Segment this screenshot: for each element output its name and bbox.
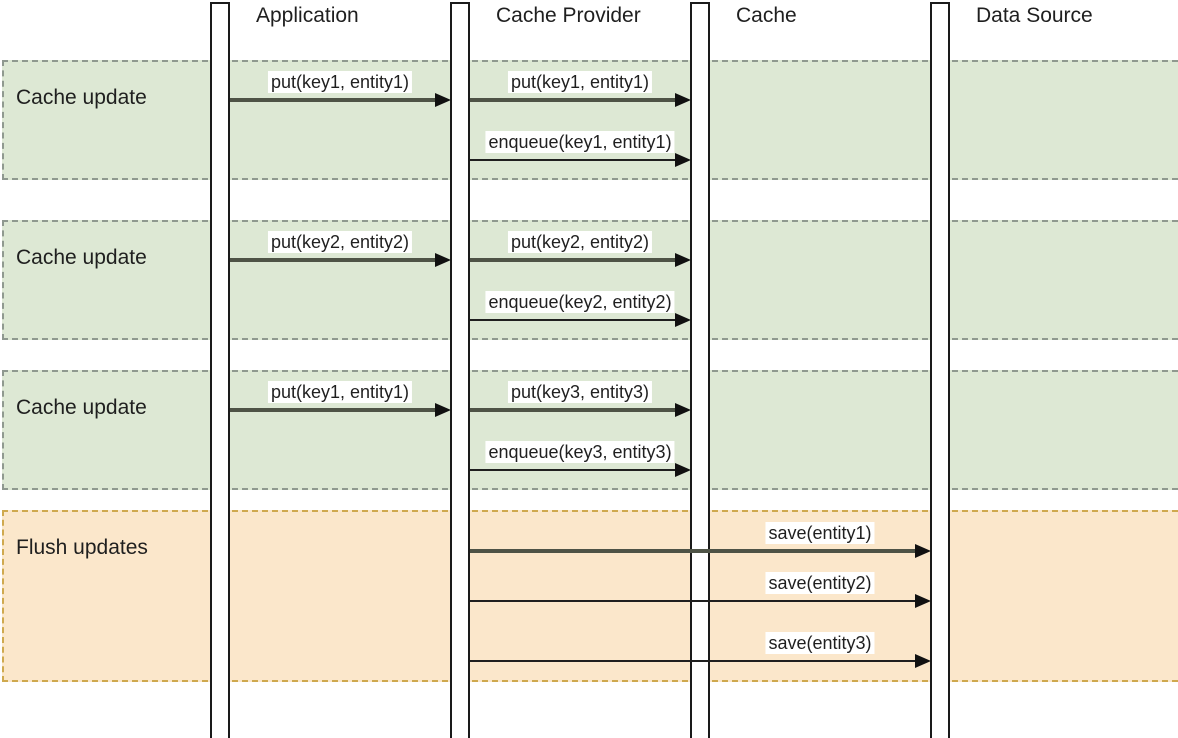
arrowhead-icon	[675, 313, 691, 327]
message-label: save(entity1)	[765, 522, 875, 544]
band-label: Cache update	[16, 86, 147, 109]
message-line	[230, 98, 444, 102]
arrowhead-icon	[675, 403, 691, 417]
arrowhead-icon	[675, 463, 691, 477]
arrowhead-icon	[675, 253, 691, 267]
message-label: put(key1, entity1)	[507, 71, 653, 93]
message-label: put(key3, entity3)	[507, 381, 653, 403]
lifeline-label-cache: Cache	[736, 4, 797, 27]
message-label: save(entity2)	[765, 572, 875, 594]
message-label: save(entity3)	[765, 632, 875, 654]
lifeline-label-data-source: Data Source	[976, 4, 1093, 27]
lifeline-activation-bar-application	[210, 2, 230, 738]
lifeline-activation-bar-cache	[690, 2, 710, 738]
band-label: Flush updates	[16, 536, 148, 559]
activity-band-3: Flush updates	[2, 510, 1178, 682]
lifeline-activation-bar-cache-provider	[450, 2, 470, 738]
lifeline-label-application: Application	[256, 4, 359, 27]
band-label: Cache update	[16, 396, 147, 419]
arrowhead-icon	[435, 253, 451, 267]
message-label: put(key1, entity1)	[267, 71, 413, 93]
arrowhead-icon	[435, 403, 451, 417]
message-line	[470, 408, 684, 412]
arrowhead-icon	[915, 654, 931, 668]
message-line	[470, 319, 684, 321]
message-line	[470, 258, 684, 262]
arrowhead-icon	[915, 544, 931, 558]
message-line	[470, 98, 684, 102]
message-label: enqueue(key2, entity2)	[485, 291, 675, 313]
message-line	[470, 660, 924, 662]
message-line	[470, 159, 684, 161]
message-line	[470, 549, 924, 553]
lifeline-label-cache-provider: Cache Provider	[496, 4, 641, 27]
message-label: put(key2, entity2)	[507, 231, 653, 253]
lifeline-activation-bar-data-source	[930, 2, 950, 738]
message-line	[230, 258, 444, 262]
band-label: Cache update	[16, 246, 147, 269]
message-line	[470, 600, 924, 602]
message-line	[230, 408, 444, 412]
arrowhead-icon	[675, 153, 691, 167]
message-label: put(key1, entity1)	[267, 381, 413, 403]
message-label: enqueue(key1, entity1)	[485, 131, 675, 153]
message-label: enqueue(key3, entity3)	[485, 441, 675, 463]
message-line	[470, 469, 684, 471]
arrowhead-icon	[675, 93, 691, 107]
arrowhead-icon	[915, 594, 931, 608]
message-label: put(key2, entity2)	[267, 231, 413, 253]
arrowhead-icon	[435, 93, 451, 107]
